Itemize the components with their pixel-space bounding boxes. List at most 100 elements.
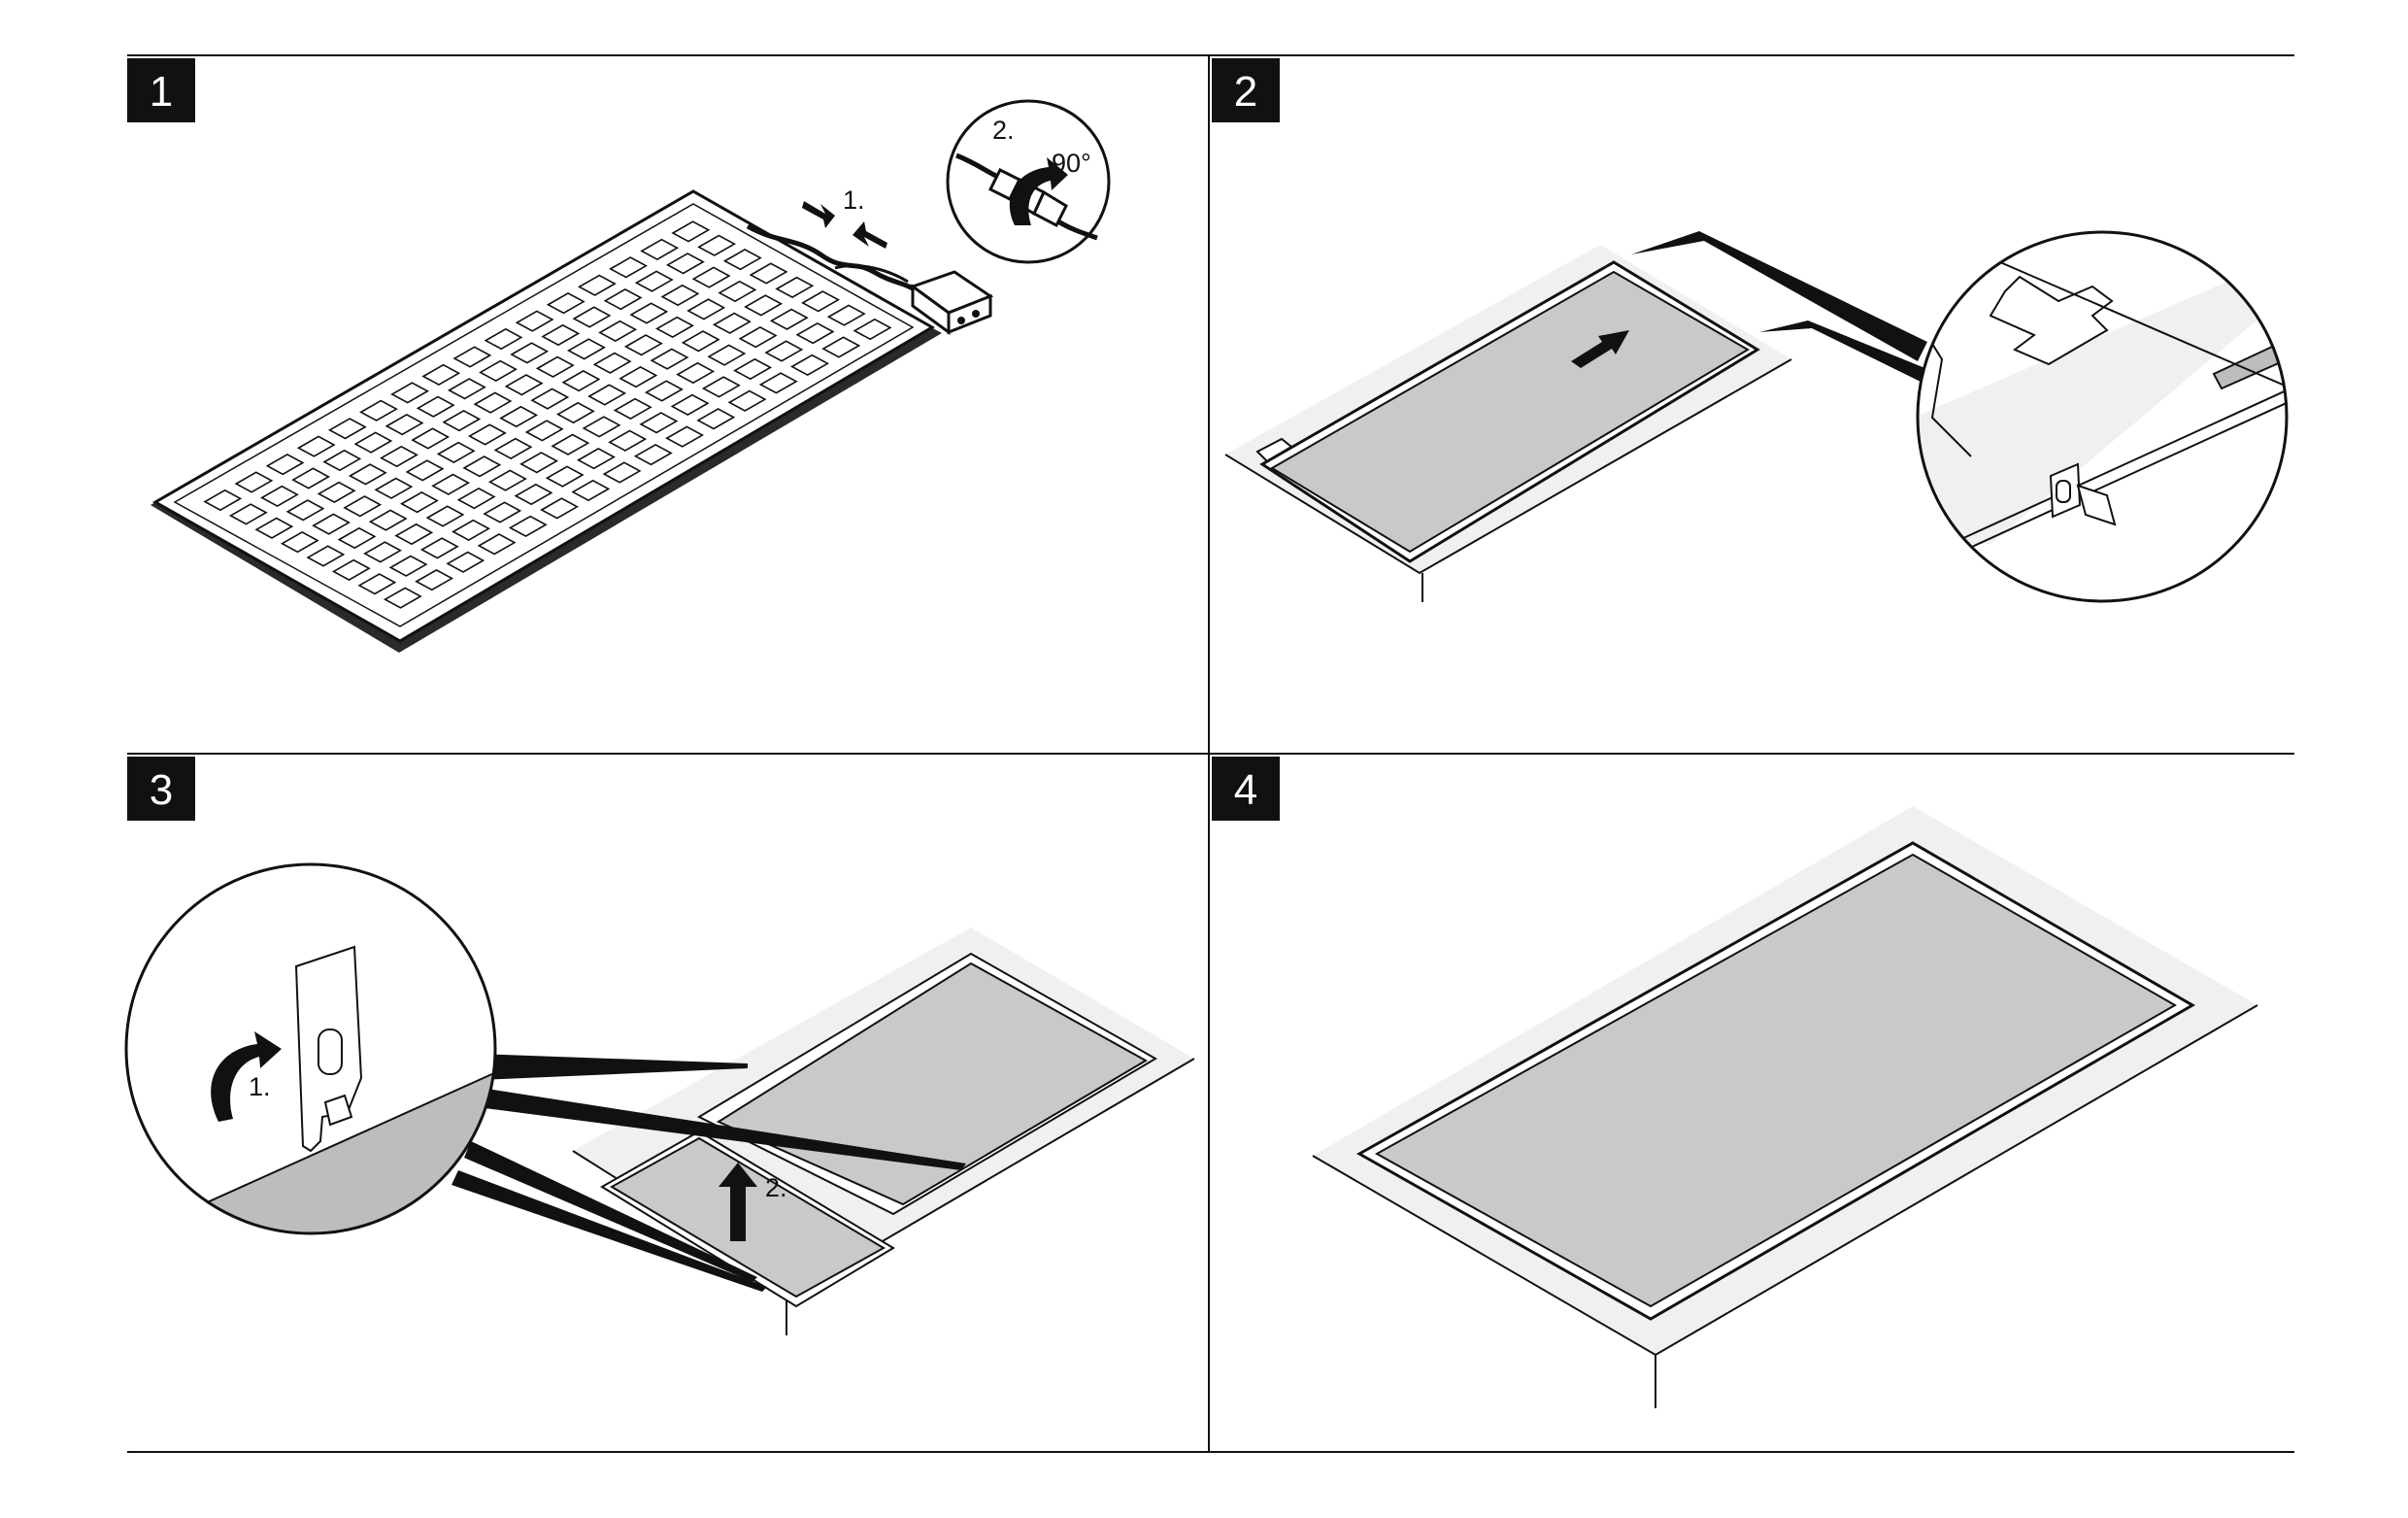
mat-cell: [561, 370, 601, 392]
mat-cell: [619, 365, 658, 388]
junction-box: [909, 270, 994, 335]
mat-cell: [686, 298, 726, 320]
push-arrow-icon: [802, 201, 887, 249]
mat-cell: [577, 448, 616, 470]
mat-cell: [306, 545, 346, 567]
mat-cell: [613, 397, 652, 421]
mat-cell: [473, 391, 513, 414]
mat-cell: [425, 505, 465, 527]
mat-cell: [634, 270, 674, 292]
mat-cell: [665, 253, 705, 275]
mat-cell: [826, 304, 866, 326]
mat-cell: [795, 321, 835, 345]
mat-cell-grid: [203, 220, 892, 609]
mat-cell: [571, 479, 611, 502]
mat-cell: [572, 306, 612, 328]
mat-cell: [633, 443, 673, 466]
mat-cell: [380, 445, 418, 468]
mat-cell: [722, 249, 762, 271]
step-1-illustration: 1. 2. 90°: [150, 99, 1111, 653]
mat-cell: [203, 489, 243, 512]
rotate-arrow-icon: [1009, 157, 1068, 225]
mat-cell: [442, 409, 482, 432]
callout-wedge-upper: [1631, 231, 1927, 361]
mat-cell: [629, 302, 669, 324]
mat-cell: [801, 290, 841, 313]
mat-cell: [285, 499, 325, 522]
mat-cell: [337, 526, 377, 550]
mat-cell: [499, 405, 539, 428]
mat-cell: [411, 427, 451, 450]
mat-cell: [348, 463, 387, 486]
mat-cell: [421, 363, 461, 387]
mat-cell: [545, 465, 585, 488]
mat-cell: [577, 274, 617, 296]
mat-cell: [436, 441, 476, 464]
mat-cell: [462, 455, 502, 478]
label-twist: 2.: [992, 116, 1015, 145]
mat-cell: [280, 530, 319, 554]
mat-cell: [234, 471, 274, 493]
mat-cell: [744, 294, 784, 317]
label-connect: 1.: [843, 186, 865, 215]
mat-cell: [331, 558, 371, 581]
mat-cell: [431, 473, 471, 495]
mat-cell: [727, 389, 767, 412]
mat-cell: [696, 408, 736, 430]
mat-cell: [322, 449, 362, 472]
mat-cell: [712, 312, 752, 334]
mat-cell: [655, 316, 694, 338]
mat-cell: [749, 262, 788, 285]
mat-cell: [415, 569, 454, 591]
mat-cell: [853, 318, 892, 341]
step-4-illustration: [1312, 806, 2258, 1408]
mat-cell: [483, 501, 522, 523]
mat-cell: [353, 431, 393, 454]
step-number-2: 2: [1212, 58, 1280, 122]
mat-cell: [390, 382, 430, 404]
mat-cell: [510, 342, 550, 364]
mat-cell: [363, 541, 402, 563]
mat-cell: [357, 573, 397, 595]
svg-text:4: 4: [1234, 766, 1257, 814]
mat-cell: [368, 509, 408, 531]
mat-cell: [405, 459, 445, 482]
step-number-1: 1: [127, 58, 195, 122]
mat-cell: [388, 555, 428, 577]
mat-cell: [660, 284, 700, 307]
mat-cell: [790, 354, 830, 377]
panel-surface: [1270, 270, 1750, 554]
mat-cell: [394, 523, 434, 546]
mat-cell: [665, 425, 705, 448]
svg-text:1: 1: [150, 68, 173, 116]
mat-cell: [260, 485, 299, 508]
mat-cell: [671, 220, 711, 243]
mat-cell: [265, 453, 305, 476]
mat-cell: [446, 551, 485, 573]
label-lift-tab: 1.: [249, 1072, 271, 1101]
lift-arrow-icon: [719, 1163, 757, 1241]
mat-cell: [504, 374, 544, 396]
step-number-3: 3: [127, 757, 195, 821]
mat-cell: [639, 412, 679, 434]
mat-cell: [733, 357, 773, 381]
mat-cell: [524, 420, 564, 442]
panel-grid: [127, 54, 2294, 1453]
mat-cell: [519, 452, 559, 474]
mat-cell: [546, 292, 585, 315]
power-cable: [746, 223, 920, 294]
mat-cell: [493, 437, 533, 459]
mat-cell: [477, 533, 517, 556]
svg-text:3: 3: [150, 766, 173, 814]
mat-cell: [312, 513, 351, 535]
mat-cell: [587, 384, 627, 406]
mat-cell: [484, 327, 523, 351]
mat-cell: [291, 467, 331, 489]
step-2-illustration: [1224, 230, 2289, 603]
mat-cell: [359, 399, 398, 422]
mat-cell: [764, 340, 804, 362]
mat-cell: [540, 497, 580, 520]
mat-cell: [555, 401, 595, 424]
mat-cell: [317, 481, 356, 503]
mat-cell: [541, 323, 581, 347]
